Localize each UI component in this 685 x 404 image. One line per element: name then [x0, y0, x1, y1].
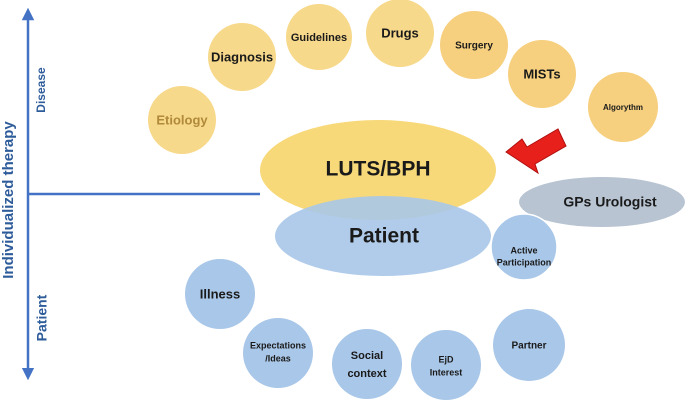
svg-text:MISTs: MISTs: [523, 66, 560, 81]
axis-patient-label: Patient: [34, 294, 50, 341]
svg-text:Interest: Interest: [430, 367, 463, 377]
red-arrow-icon: [505, 128, 567, 175]
patient-center-label: Patient: [349, 225, 419, 248]
disease-node-mists: MISTs: [508, 40, 576, 108]
svg-text:Etiology: Etiology: [156, 112, 208, 127]
svg-text:/Ideas: /Ideas: [265, 353, 291, 363]
svg-text:Diagnosis: Diagnosis: [211, 49, 273, 64]
disease-node-drugs: Drugs: [366, 0, 434, 67]
svg-text:Surgery: Surgery: [455, 41, 493, 52]
svg-text:EjD: EjD: [438, 354, 454, 364]
patient-node-illness: Illness: [185, 259, 255, 329]
axis-disease-label: Disease: [34, 67, 48, 113]
disease-node-diagnosis: Diagnosis: [208, 23, 276, 91]
disease-node-algorythm: Algorythm: [588, 72, 658, 142]
disease-node-etiology: Etiology: [148, 86, 216, 154]
svg-text:GPs Urologist: GPs Urologist: [563, 194, 657, 210]
svg-text:Guidelines: Guidelines: [291, 32, 347, 44]
svg-text:Drugs: Drugs: [381, 25, 419, 40]
svg-text:Social: Social: [351, 350, 383, 362]
svg-text:Algorythm: Algorythm: [603, 103, 643, 112]
svg-text:Partner: Partner: [511, 341, 546, 352]
disease-node-guidelines: Guidelines: [286, 4, 352, 70]
svg-text:Participation: Participation: [497, 257, 552, 267]
patient-node-partner: Partner: [493, 309, 565, 381]
svg-text:context: context: [347, 368, 386, 380]
svg-text:Illness: Illness: [200, 286, 240, 301]
patient-center-node: [275, 196, 491, 276]
luts-bph-node: [260, 120, 496, 220]
luts-bph-label: LUTS/BPH: [326, 158, 431, 181]
patient-node-expectations: Expectations /Ideas: [243, 318, 313, 388]
axis-main-label: Individualized therapy: [0, 121, 17, 279]
patient-node-social-context: Social context: [332, 329, 402, 399]
svg-text:Expectations: Expectations: [250, 340, 306, 350]
patient-node-ejd-interest: EjD Interest: [411, 330, 481, 400]
svg-text:Active: Active: [510, 245, 537, 255]
patient-node-active-participation: Active Participation: [490, 213, 558, 281]
gps-urologist-node: GPs Urologist: [519, 177, 685, 227]
disease-node-surgery: Surgery: [440, 11, 508, 79]
